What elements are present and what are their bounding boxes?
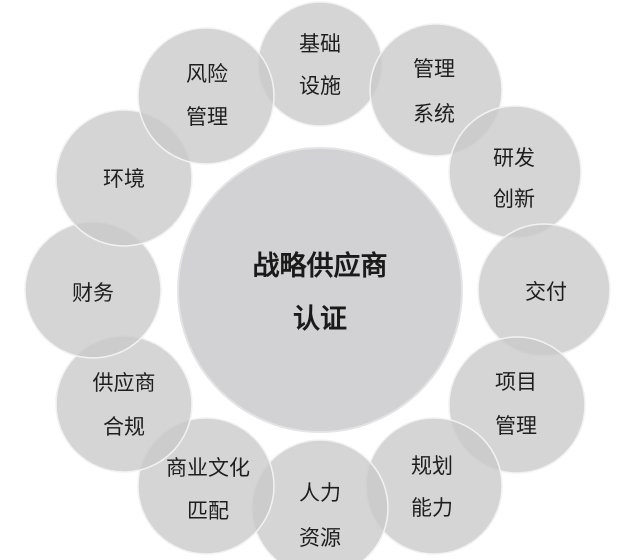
petal-label-rnd-innovation: 研发 (493, 146, 535, 170)
petal-label-risk-management: 管理 (186, 105, 228, 129)
petal-circle-risk-management (137, 27, 275, 165)
petal-label-management-system: 系统 (413, 102, 455, 126)
petal-label-business-culture: 匹配 (187, 499, 229, 523)
petal-label-supplier-compliance: 供应商 (93, 371, 156, 395)
petal-label-management-system: 管理 (413, 57, 455, 81)
petal-label-human-resources: 人力 (299, 481, 341, 505)
petal-label-supplier-compliance: 合规 (103, 415, 145, 439)
petal-circle-infrastructure (257, 1, 383, 127)
petal-label-planning-capability: 规划 (411, 454, 453, 478)
center-title-line-1: 战略供应商 (253, 250, 388, 282)
petal-label-project-management: 管理 (495, 414, 537, 438)
center-title-line-2: 认证 (293, 304, 347, 335)
center-circle (177, 147, 463, 433)
petal-label-infrastructure: 基础 (299, 32, 341, 56)
petal-label-delivery: 交付 (525, 280, 567, 304)
petal-label-business-culture: 商业文化 (166, 456, 250, 480)
petal-label-human-resources: 资源 (299, 526, 341, 550)
petal-label-project-management: 项目 (495, 370, 537, 394)
petal-label-infrastructure: 设施 (299, 74, 341, 98)
petal-label-group: 基础 设施 管理 系统 研发 创新 交付 项目 管理 规划 能力 人力 资源 商… (72, 32, 567, 550)
petal-circle-rnd-innovation (448, 105, 582, 239)
petal-label-rnd-innovation: 创新 (493, 187, 535, 211)
petal-label-finance: 财务 (72, 281, 114, 305)
petal-circle-group (24, 1, 611, 560)
petal-label-planning-capability: 能力 (411, 496, 453, 520)
petal-circle-planning-capability (365, 417, 503, 555)
petal-circle-management-system (369, 23, 503, 157)
petal-label-risk-management: 风险 (186, 62, 228, 86)
center-label-group: 战略供应商 认证 (253, 250, 388, 335)
petal-label-environment: 环境 (103, 167, 145, 191)
